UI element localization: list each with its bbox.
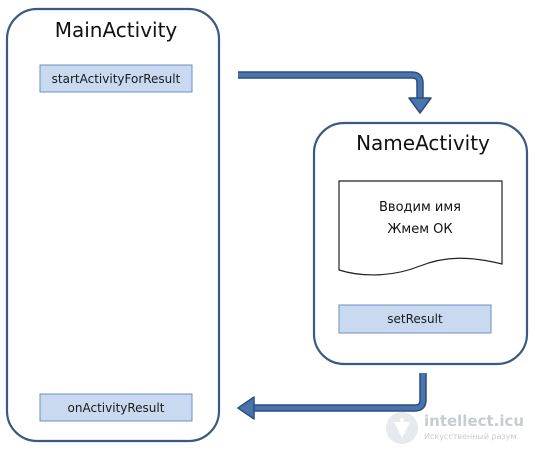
start-activity-for-result-button[interactable]: startActivityForResult [39, 64, 193, 93]
document-line-enter-name: Вводим имя [379, 200, 461, 215]
watermark: intellect.icu Искусственный разум [386, 412, 524, 444]
watermark-tagline: Искусственный разум [424, 432, 517, 441]
arrow-to-name-activity [238, 71, 432, 114]
input-document-shape: Вводим имя Жмем ОК [338, 180, 503, 276]
on-activity-result-label: onActivityResult [68, 401, 165, 415]
document-line-press-ok: Жмем ОК [387, 222, 452, 237]
start-activity-for-result-label: startActivityForResult [52, 72, 181, 86]
name-activity-title: NameActivity [356, 131, 490, 155]
on-activity-result-button[interactable]: onActivityResult [39, 393, 193, 422]
arrow-back-to-main-activity [237, 373, 427, 420]
set-result-button[interactable]: setResult [338, 304, 492, 334]
name-activity-box: NameActivity Вводим имя Жмем ОК setResul… [312, 121, 529, 366]
watermark-brand: intellect.icu [424, 412, 524, 430]
main-activity-box: MainActivity startActivityForResult onAc… [5, 7, 221, 443]
main-activity-title: MainActivity [55, 18, 178, 42]
watermark-logo-icon [386, 412, 418, 444]
set-result-label: setResult [387, 312, 443, 326]
main-activity-frame [5, 7, 221, 443]
